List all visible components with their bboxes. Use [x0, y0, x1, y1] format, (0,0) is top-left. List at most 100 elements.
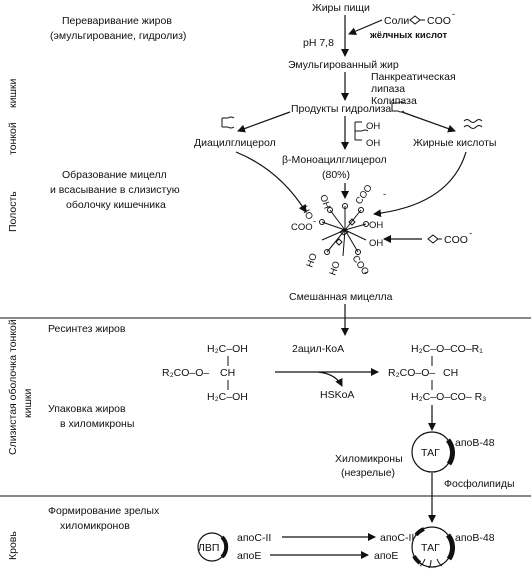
- enzyme-1-label: Панкреатическая: [371, 71, 456, 83]
- chylomicron-mature: ТАГ: [411, 526, 455, 569]
- micelle-oh-r1: OH: [369, 220, 383, 231]
- micelle-head: [355, 249, 361, 255]
- mag-struct-bot: H₂C–OH: [207, 391, 248, 403]
- bile-salt-diamond-icon: [409, 15, 421, 25]
- chylomicron-immature: ТАГ: [411, 431, 455, 473]
- arrow-fa-to-micelle: [373, 151, 467, 218]
- intestine-label-1: Полость: [7, 191, 19, 232]
- mature-apob48-label: апоВ-48: [455, 532, 495, 544]
- mature-chylomicron-tag: ТАГ: [421, 542, 440, 554]
- monoacylglycerol-pct: (80%): [322, 169, 350, 181]
- hdl-label: ЛВП: [198, 542, 219, 554]
- section-label-mucosa: Слизистая оболочка тонкой кишки: [7, 319, 34, 455]
- mag-oh-1: OH: [366, 121, 380, 132]
- bile-salts-minus: -: [452, 9, 455, 20]
- micelle-oh-top: OH: [317, 193, 332, 210]
- micelle-coo-bottom-minus: -: [364, 267, 367, 278]
- arrow-hskoa: [317, 371, 343, 387]
- micelle-coo-bottom: COO: [350, 253, 371, 277]
- micelle-head: [342, 203, 348, 209]
- step-maturation-2: хиломикронов: [60, 520, 130, 532]
- enzyme-2-label: липаза: [371, 83, 405, 95]
- step-micelle-2: и всасывание в слизистую: [50, 184, 180, 196]
- bile-coo-side-minus: -: [469, 228, 472, 239]
- micelle-coo-left: COO: [291, 222, 313, 233]
- phospholipids-label: Фосфолипиды: [444, 478, 515, 490]
- micelle-head: [319, 219, 325, 225]
- section-label-intestine: Полость тонкой кишки: [7, 79, 19, 232]
- step-digestion-1: Переваривание жиров: [62, 15, 172, 27]
- bile-salts-label-2: жёлчных кислот: [369, 30, 447, 41]
- chylomicron-immature-label-2: (незрелые): [341, 467, 395, 479]
- chylomicron-tag: ТАГ: [421, 447, 440, 459]
- mucosa-label-1: Слизистая оболочка тонкой: [7, 319, 19, 455]
- hydrolysis-products-label: Продукты гидролиза: [291, 103, 391, 115]
- mature-apob48-band: [445, 533, 455, 561]
- step-packaging-2: в хиломикроны: [60, 418, 134, 430]
- chylomicron-immature-label-1: Хиломикроны: [335, 453, 403, 465]
- arrow-dag-to-micelle: [235, 151, 307, 213]
- apob48-band: [445, 438, 455, 466]
- micelle-head: [327, 207, 333, 213]
- step-packaging-1: Упаковка жиров: [48, 403, 126, 415]
- tag-struct-mid-a: R₂CO–O–: [388, 367, 435, 379]
- intestine-label-3: кишки: [7, 79, 19, 108]
- fatty-acids-label: Жирные кислоты: [413, 137, 496, 149]
- apob48-label: апоВ-48: [455, 437, 495, 449]
- bile-coo-side: COO: [444, 234, 468, 246]
- hskoa-label: HSKoA: [320, 389, 354, 401]
- fatty-acid-glyph-1: [463, 119, 483, 123]
- dag-glyph: [221, 117, 228, 128]
- mag-glyph-tail: [361, 129, 369, 132]
- bile-salts-coo: COO: [427, 15, 451, 27]
- step-micelle-3: оболочку кишечника: [66, 199, 166, 211]
- micelle-head: [324, 249, 330, 255]
- mag-struct-top: H₂C–OH: [207, 343, 248, 355]
- intestine-label-2: тонкой: [7, 122, 19, 155]
- arrow-to-diacylglycerol: [237, 111, 291, 133]
- acyl-coa-label: 2ацил-КоА: [292, 343, 344, 355]
- mag-struct-mid-a: R₂CO–O–: [162, 367, 209, 379]
- apoc2-left-label: апоС-II: [237, 532, 271, 544]
- micelle-oh-r2: OH: [369, 238, 383, 249]
- mature-chylomicron-tails: [419, 558, 443, 569]
- step-maturation-1: Формирование зрелых: [48, 505, 160, 517]
- step-digestion-2: (эмульгирование, гидролиз): [50, 30, 186, 42]
- mag-glyph: [354, 121, 362, 141]
- tag-struct-mid-b: CH: [443, 367, 458, 379]
- hdl-particle: ЛВП: [197, 532, 229, 562]
- diacylglycerol-label: Диацилглицерол: [194, 137, 276, 149]
- bile-salts-label: Соли: [384, 15, 409, 27]
- products-glyph: [391, 102, 398, 112]
- micelle-bile-diamonds: [335, 218, 356, 246]
- mixed-micelle-label: Смешанная мицелла: [289, 291, 393, 303]
- fatty-acid-glyph-2: [463, 125, 483, 129]
- tag-struct-bot: H₂C–O–CO– R₃: [411, 391, 486, 403]
- step-micelle-1: Образование мицелл: [62, 169, 167, 181]
- products-glyph-tails: [397, 101, 405, 113]
- hdl-apo-band: [220, 535, 229, 559]
- apoc2-right-label: апоС-II: [380, 532, 414, 544]
- food-fats-label: Жиры пищи: [312, 2, 370, 14]
- mature-apoc2-band: [414, 527, 425, 537]
- mag-oh-2: OH: [366, 138, 380, 149]
- arrow-bile-salts: [348, 19, 383, 35]
- arrow-to-fatty-acids: [401, 111, 456, 133]
- bile-salt-diamond-icon-2: [427, 234, 439, 244]
- monoacylglycerol-label: β-Моноацилглицерол: [282, 154, 387, 166]
- section-label-blood: Кровь: [7, 531, 19, 560]
- enzyme-3-label: Колипаза: [371, 95, 417, 107]
- mature-apoe-band: [412, 554, 422, 565]
- ph-label: pH 7,8: [303, 37, 334, 49]
- micelle-coo-top: COO: [353, 183, 374, 207]
- emulsified-fat-label: Эмульгированный жир: [288, 59, 399, 71]
- tag-struct-top: H₂C–O–CO–R₁: [411, 343, 483, 355]
- micelle-head: [358, 207, 364, 213]
- micelle-tails: [321, 206, 367, 257]
- mag-struct-mid-b: CH: [220, 367, 235, 379]
- micelle-head: [363, 221, 369, 227]
- apoe-right-label: апоЕ: [374, 550, 398, 562]
- micelle-coo-top-minus: -: [383, 189, 386, 200]
- step-resynthesis: Ресинтез жиров: [48, 323, 126, 335]
